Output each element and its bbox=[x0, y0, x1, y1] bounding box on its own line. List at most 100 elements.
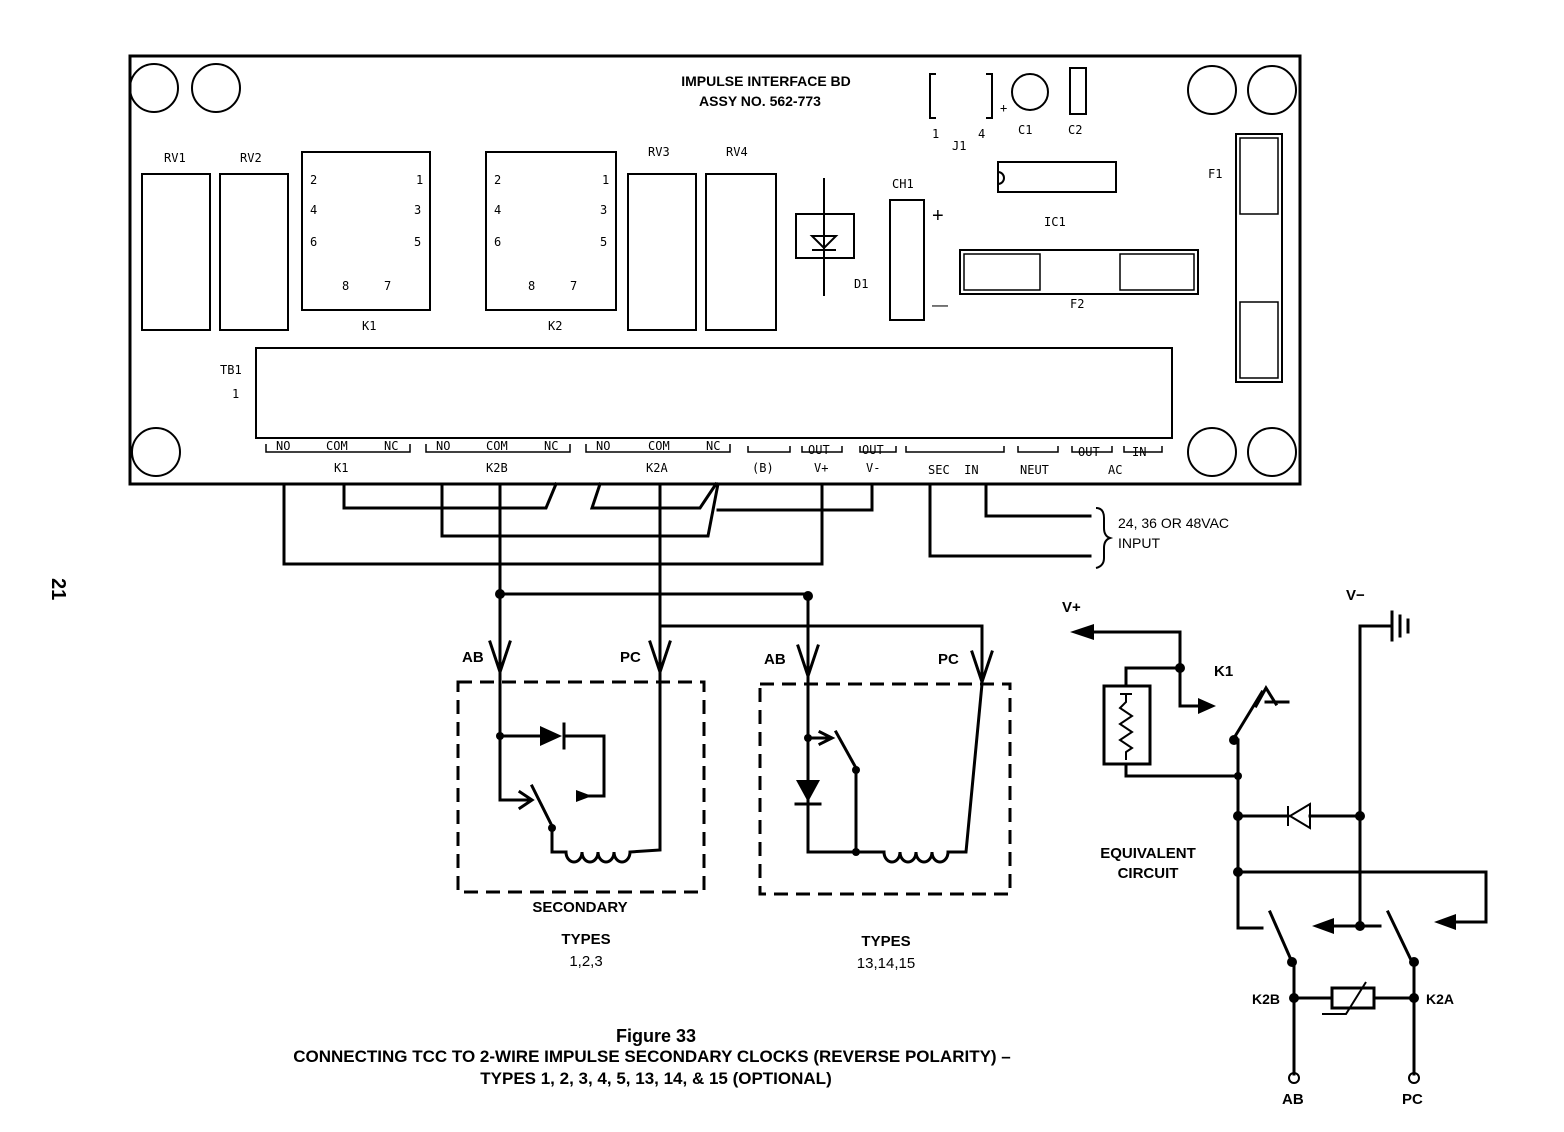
input-label: INPUT bbox=[1118, 535, 1160, 551]
mounting-hole bbox=[191, 63, 241, 113]
rv2-component bbox=[219, 173, 289, 331]
svg-text:5: 5 bbox=[414, 235, 421, 249]
caption-line1: CONNECTING TCC TO 2-WIRE IMPULSE SECONDA… bbox=[293, 1047, 1011, 1066]
terminal-k2a-label: K2A bbox=[646, 461, 668, 475]
svg-text:4: 4 bbox=[978, 127, 985, 141]
types-label: TYPES bbox=[861, 933, 910, 950]
svg-text:7: 7 bbox=[570, 279, 577, 293]
svg-text:2: 2 bbox=[310, 173, 317, 187]
k2-relay bbox=[485, 151, 617, 311]
tb1-terminal-block bbox=[255, 347, 1173, 439]
mounting-hole bbox=[1247, 65, 1297, 115]
c2-capacitor bbox=[1069, 67, 1087, 115]
svg-text:8: 8 bbox=[342, 279, 349, 293]
mounting-hole bbox=[131, 427, 181, 477]
svg-text:4: 4 bbox=[310, 203, 317, 217]
mounting-hole bbox=[1187, 427, 1237, 477]
svg-text:NO: NO bbox=[596, 439, 610, 453]
f2-fuse bbox=[959, 249, 1199, 295]
svg-text:COM: COM bbox=[648, 439, 670, 453]
k1-label: K1 bbox=[1214, 663, 1233, 680]
svg-text:3: 3 bbox=[600, 203, 607, 217]
c2-label: C2 bbox=[1068, 123, 1082, 137]
tb1-label: TB1 bbox=[220, 363, 242, 377]
svg-text:NO: NO bbox=[436, 439, 450, 453]
rv3-component bbox=[627, 173, 697, 331]
vplus-label: V+ bbox=[1062, 599, 1081, 616]
ab-label: AB bbox=[462, 649, 484, 666]
types-label: TYPES bbox=[561, 931, 610, 948]
mounting-hole bbox=[1247, 427, 1297, 477]
rv1-component bbox=[141, 173, 211, 331]
types-value: 13,14,15 bbox=[857, 955, 915, 972]
ic1-label: IC1 bbox=[1044, 215, 1066, 229]
mounting-hole bbox=[1187, 65, 1237, 115]
secondary-types-1-2-3: AB PC SECONDARY TYPES 1,2,3 bbox=[456, 592, 706, 970]
equivalent-circuit: V+ V− K1 bbox=[1062, 587, 1488, 1108]
svg-text:+: + bbox=[1000, 101, 1007, 115]
terminal-k1-label: K1 bbox=[334, 461, 348, 475]
equivalent-title-line2: CIRCUIT bbox=[1118, 865, 1179, 882]
ch1-component bbox=[889, 199, 925, 321]
svg-text:1: 1 bbox=[602, 173, 609, 187]
svg-text:NC: NC bbox=[384, 439, 398, 453]
figure-number: Figure 33 bbox=[616, 1026, 696, 1046]
rv1-label: RV1 bbox=[164, 151, 186, 165]
svg-text:1: 1 bbox=[416, 173, 423, 187]
k2-label: K2 bbox=[548, 319, 562, 333]
page-number: 21 bbox=[47, 578, 69, 600]
rv2-label: RV2 bbox=[240, 151, 262, 165]
interface-board: IMPULSE INTERFACE BD ASSY NO. 562-773 RV… bbox=[128, 54, 1302, 486]
d1-label: D1 bbox=[854, 277, 868, 291]
svg-text:+: + bbox=[932, 205, 944, 227]
svg-text:6: 6 bbox=[494, 235, 501, 249]
svg-text:NC: NC bbox=[544, 439, 558, 453]
input-voltage-label: 24, 36 OR 48VAC bbox=[1118, 515, 1229, 531]
secondary-box bbox=[758, 682, 1012, 896]
input-brace bbox=[1095, 507, 1114, 569]
ic1-chip bbox=[997, 161, 1117, 193]
f1-label: F1 bbox=[1208, 167, 1222, 181]
svg-text:NO: NO bbox=[276, 439, 290, 453]
ab-label: AB bbox=[764, 651, 786, 668]
svg-text:IN: IN bbox=[1132, 445, 1146, 459]
caption-line2: TYPES 1, 2, 3, 4, 5, 13, 14, & 15 (OPTIO… bbox=[480, 1069, 831, 1088]
c1-capacitor bbox=[1011, 73, 1049, 111]
terminal-neut-label: NEUT bbox=[1020, 463, 1049, 477]
svg-text:1: 1 bbox=[232, 387, 239, 401]
secondary-title: SECONDARY bbox=[532, 899, 627, 916]
svg-text:OUT: OUT bbox=[808, 443, 830, 457]
secondary-box bbox=[456, 680, 706, 894]
mounting-hole bbox=[129, 63, 179, 113]
terminal-b-label: (B) bbox=[752, 461, 774, 475]
board-outline bbox=[128, 54, 1302, 486]
svg-text:J1: J1 bbox=[952, 139, 966, 153]
vminus-label: V− bbox=[1346, 587, 1365, 604]
ch1-label: CH1 bbox=[892, 177, 914, 191]
svg-text:OUT: OUT bbox=[1078, 445, 1100, 459]
pc-label: PC bbox=[938, 651, 959, 668]
rv3-label: RV3 bbox=[648, 145, 670, 159]
terminal-vplus-label: V+ bbox=[814, 461, 828, 475]
svg-text:8: 8 bbox=[528, 279, 535, 293]
svg-text:3: 3 bbox=[414, 203, 421, 217]
types-value: 1,2,3 bbox=[569, 953, 602, 970]
terminal-sec-in-label: SEC IN bbox=[928, 463, 979, 477]
figure-caption: Figure 33 CONNECTING TCC TO 2-WIRE IMPUL… bbox=[293, 1026, 1011, 1088]
pc-terminal-label: PC bbox=[1402, 1091, 1423, 1108]
secondary-types-13-14-15: AB PC TYPES 13,14,15 bbox=[758, 592, 1012, 972]
board-wiring bbox=[282, 481, 1092, 674]
rv4-component bbox=[705, 173, 777, 331]
rv4-label: RV4 bbox=[726, 145, 748, 159]
terminal-k2b-label: K2B bbox=[486, 461, 508, 475]
svg-text:OUT: OUT bbox=[862, 443, 884, 457]
pc-label: PC bbox=[620, 649, 641, 666]
board-assy-number: ASSY NO. 562-773 bbox=[699, 93, 821, 109]
svg-text:6: 6 bbox=[310, 235, 317, 249]
svg-text:1: 1 bbox=[932, 127, 939, 141]
svg-text:—: — bbox=[932, 297, 948, 314]
board-title: IMPULSE INTERFACE BD bbox=[681, 73, 851, 89]
j1-connector bbox=[929, 73, 993, 119]
f1-fuse bbox=[1235, 133, 1283, 383]
terminal-vminus-label: V- bbox=[866, 461, 880, 475]
